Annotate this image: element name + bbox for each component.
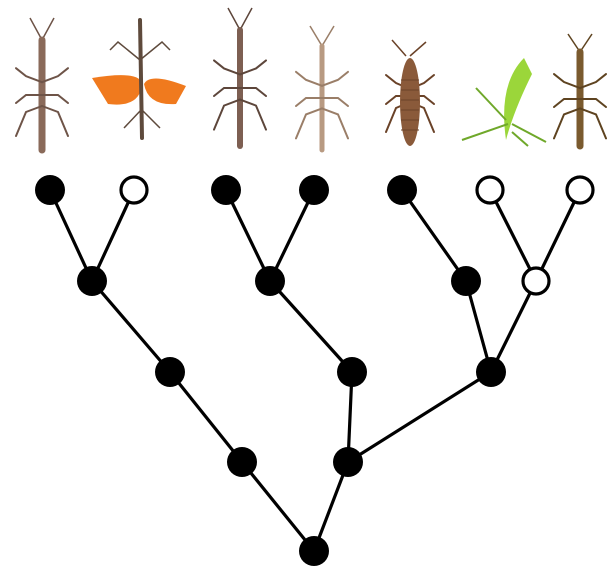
- internal-node-h: [227, 447, 257, 477]
- internal-node-i: [333, 447, 363, 477]
- internal-node-e: [155, 357, 185, 387]
- stick-insect-dark-icon: [554, 34, 606, 146]
- tree-nodes: [35, 175, 593, 566]
- tree-edge: [50, 190, 92, 281]
- tip-node-t3: [211, 175, 241, 205]
- tree-edge: [536, 190, 580, 281]
- internal-node-g: [476, 357, 506, 387]
- tip-node-t5: [387, 175, 417, 205]
- tip-node-t2: [121, 177, 147, 203]
- tip-node-t1: [35, 175, 65, 205]
- tree-edge: [92, 281, 170, 372]
- tree-edge: [348, 372, 491, 462]
- tree-edge: [402, 190, 466, 281]
- stick-insect-brown-icon: [214, 8, 266, 146]
- tip-node-t6: [477, 177, 503, 203]
- internal-node-a: [77, 266, 107, 296]
- internal-node-f: [337, 357, 367, 387]
- internal-node-c: [523, 268, 549, 294]
- tree-edge: [242, 462, 314, 551]
- tree-edge: [491, 281, 536, 372]
- insect-icons: [16, 8, 606, 150]
- stick-insect-pale-icon: [296, 26, 348, 150]
- stick-insect-stout-icon: [386, 40, 434, 146]
- tree-edge: [490, 190, 536, 281]
- tip-node-t7: [567, 177, 593, 203]
- tree-edge: [170, 372, 242, 462]
- tree-edge: [92, 190, 134, 281]
- stick-insect-brown-icon: [16, 18, 68, 150]
- winged-stick-insect-orange-icon: [92, 20, 186, 138]
- tip-node-t4: [299, 175, 329, 205]
- leaf-insect-green-icon: [462, 58, 546, 146]
- root-node: [299, 536, 329, 566]
- internal-node-b: [255, 266, 285, 296]
- tree-edge: [270, 190, 314, 281]
- internal-node-d: [451, 266, 481, 296]
- tree-edge: [226, 190, 270, 281]
- tree-edge: [270, 281, 352, 372]
